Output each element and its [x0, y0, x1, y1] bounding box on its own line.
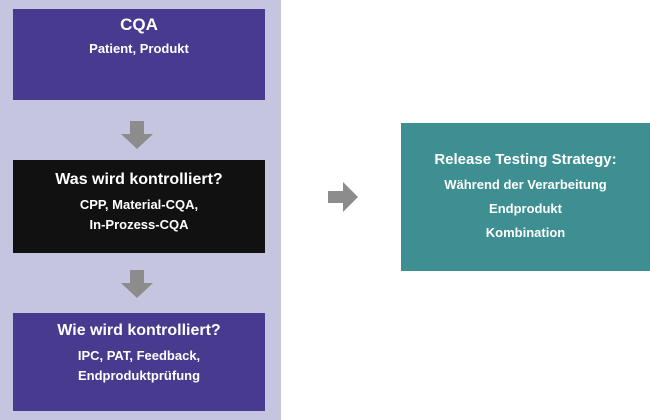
release-line-3: Kombination	[485, 225, 566, 241]
release-title: Release Testing Strategy:	[434, 151, 617, 168]
arrow-down-icon	[121, 270, 153, 298]
release-testing-box: Release Testing Strategy: Während der Ve…	[401, 123, 650, 271]
control-line-2: In-Prozess-CQA	[89, 217, 189, 233]
cqa-line: Patient, Produkt	[89, 41, 189, 57]
arrow-right-icon	[328, 182, 358, 212]
method-box: Wie wird kontrolliert? IPC, PAT, Feedbac…	[13, 313, 265, 411]
method-title: Wie wird kontrolliert?	[57, 322, 221, 339]
release-line-2: Endprodukt	[489, 201, 562, 217]
arrow-down-icon	[121, 121, 153, 149]
method-line-2: Endproduktprüfung	[77, 368, 201, 384]
cqa-box: CQA Patient, Produkt	[13, 9, 265, 100]
release-line-1: Während der Verarbeitung	[444, 177, 607, 192]
control-line-1: CPP, Material-CQA,	[79, 197, 199, 213]
control-title: Was wird kontrolliert?	[55, 171, 223, 188]
cqa-title: CQA	[120, 15, 158, 34]
method-line-1: IPC, PAT, Feedback,	[77, 348, 201, 364]
control-box: Was wird kontrolliert? CPP, Material-CQA…	[13, 160, 265, 253]
